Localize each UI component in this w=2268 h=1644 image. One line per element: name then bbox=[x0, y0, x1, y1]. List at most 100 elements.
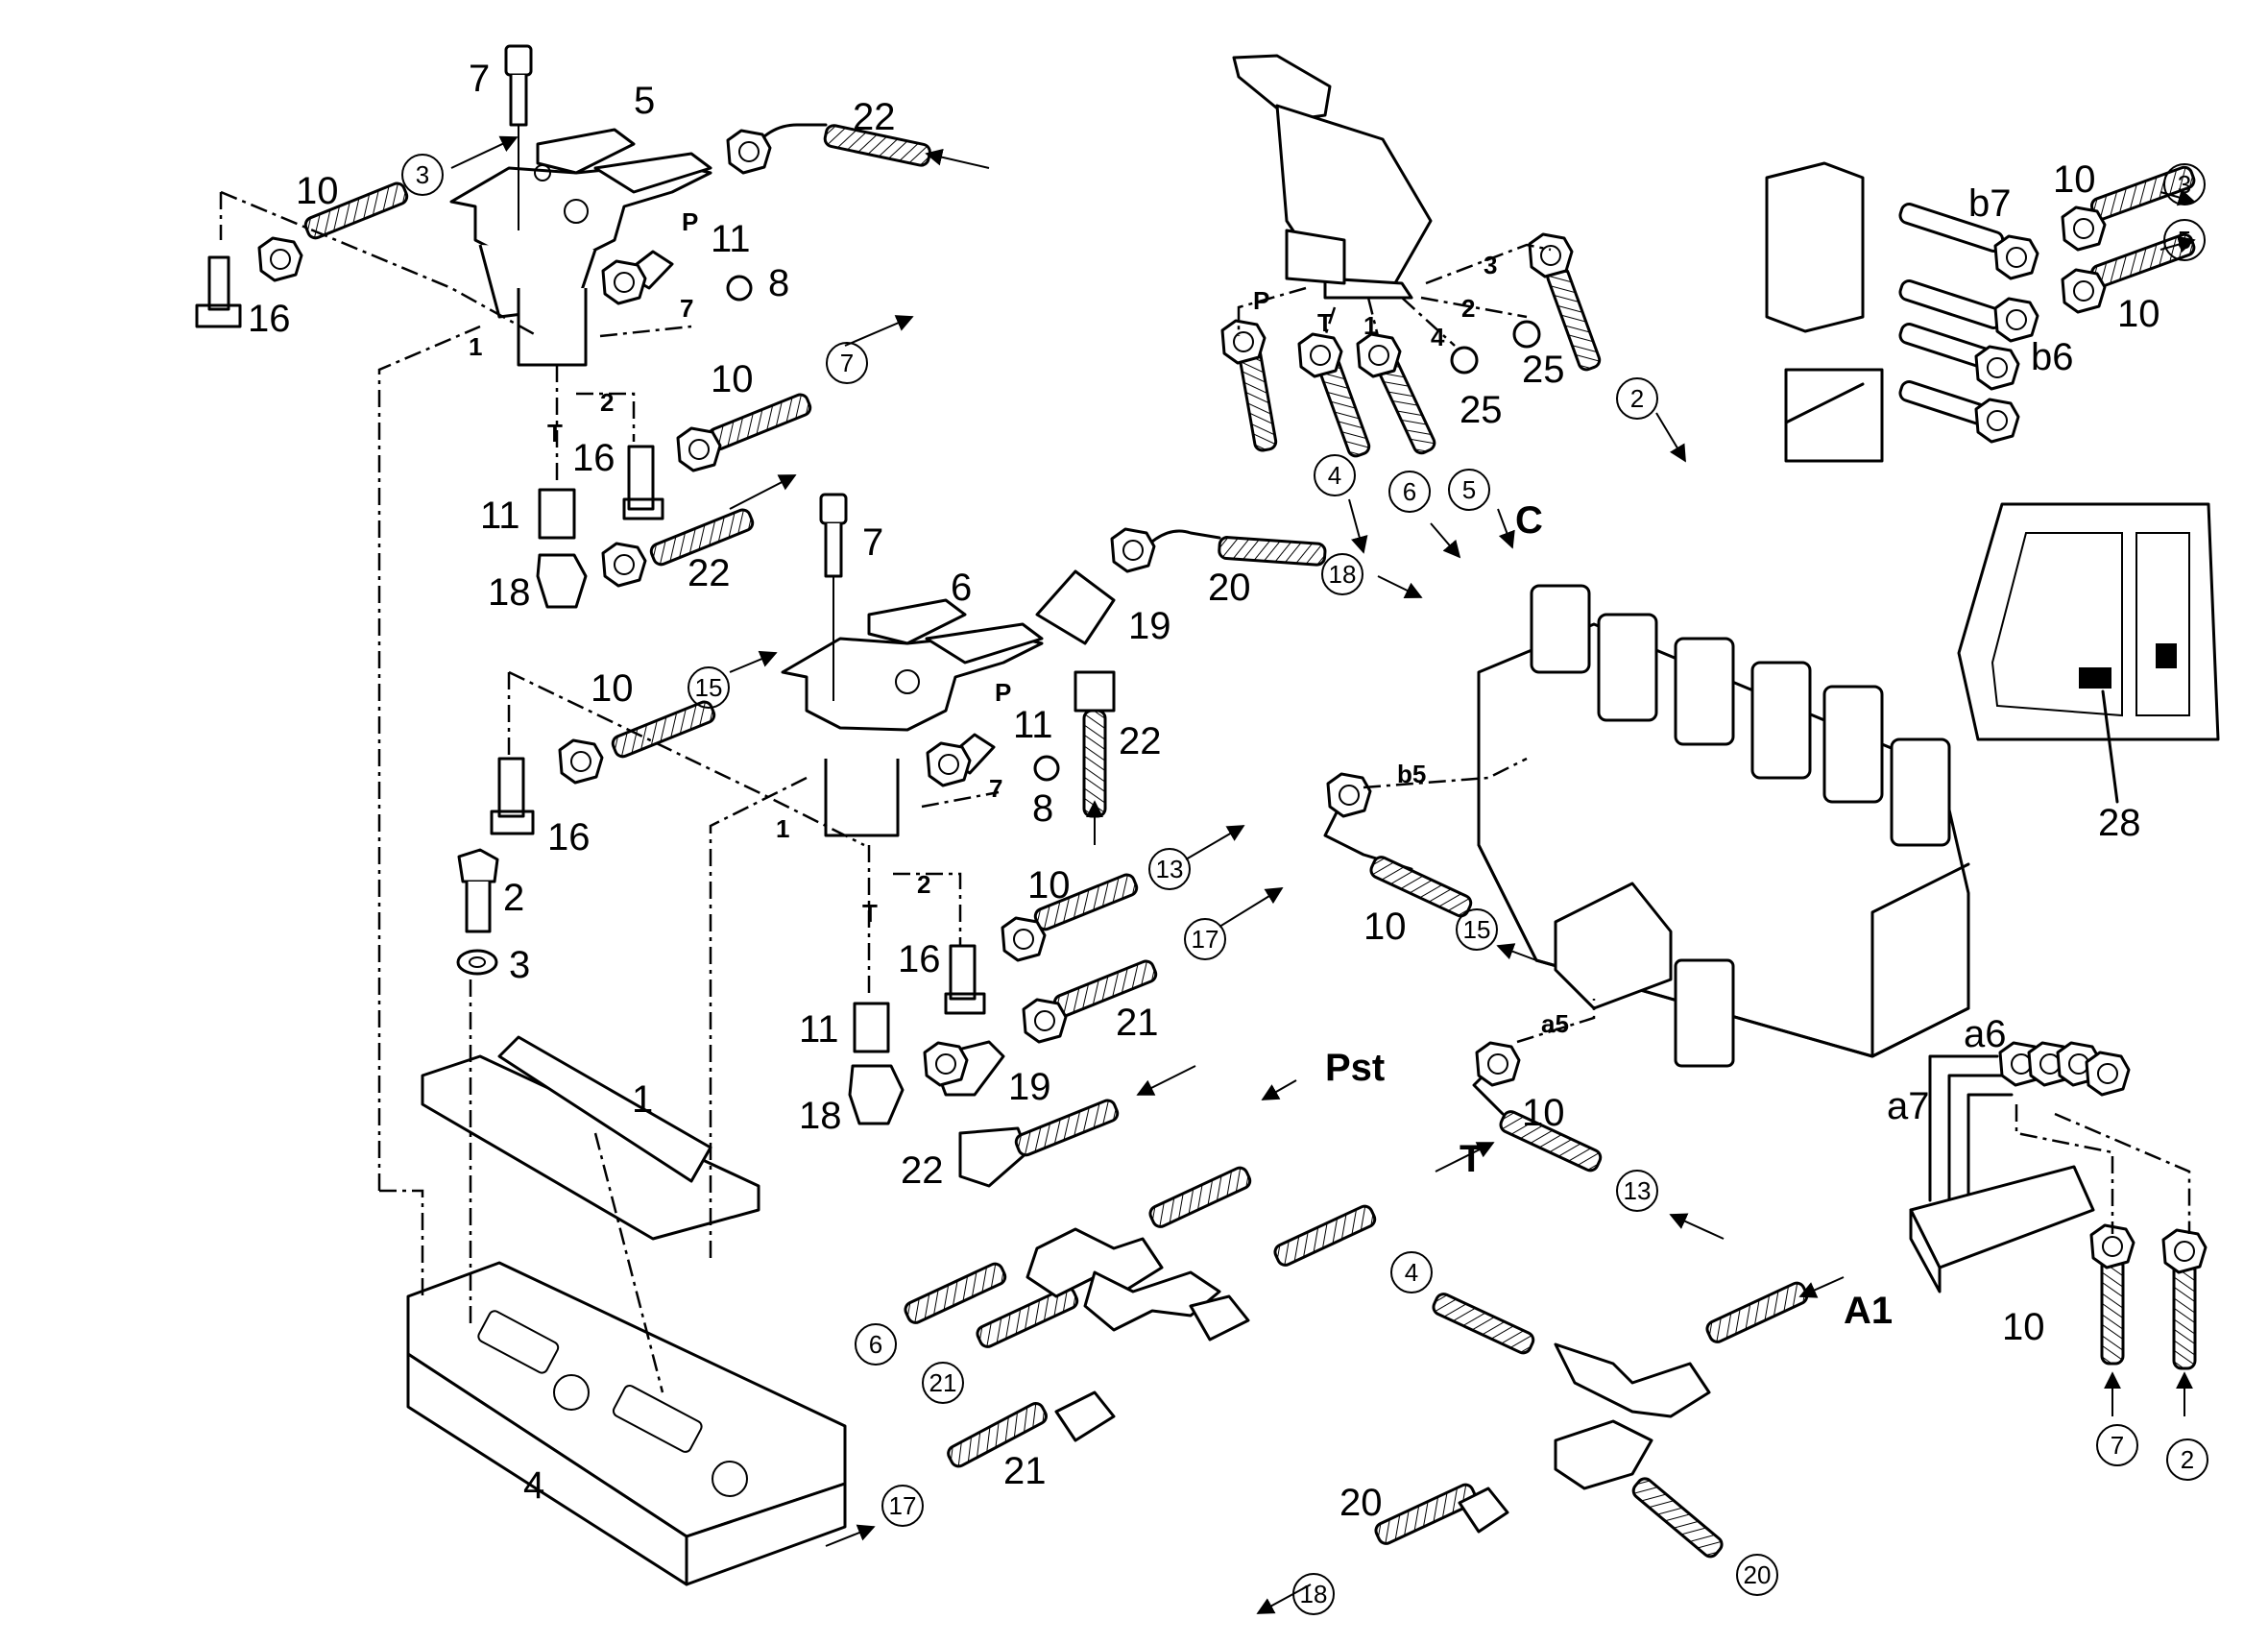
label-16: 16 bbox=[248, 298, 291, 340]
svg-text:13: 13 bbox=[1624, 1176, 1652, 1205]
label-10: 10 bbox=[1522, 1092, 1565, 1134]
label-19: 19 bbox=[1128, 605, 1171, 647]
circled-ref-15: 15 bbox=[1456, 908, 1498, 951]
bracket-1 bbox=[421, 1035, 760, 1241]
circled-ref-20: 20 bbox=[1736, 1554, 1778, 1596]
screw-lower bbox=[819, 493, 848, 701]
svg-text:4: 4 bbox=[1328, 461, 1341, 490]
circled-ref-6: 6 bbox=[855, 1323, 897, 1366]
circled-ref-17: 17 bbox=[1184, 918, 1226, 960]
label-4: 4 bbox=[1431, 323, 1445, 351]
pst-tee-assembly bbox=[901, 1164, 1379, 1351]
screw-upper bbox=[504, 44, 533, 230]
hose-b5 bbox=[1323, 757, 1528, 920]
label-10: 10 bbox=[1027, 864, 1071, 907]
part-number-labels: 7 5 22 10 11 8 16 10 16 11 18 22 7 6 20 … bbox=[248, 58, 2160, 1524]
label-20: 20 bbox=[1208, 567, 1251, 609]
svg-text:17: 17 bbox=[889, 1491, 917, 1520]
circled-ref-4: 4 bbox=[1390, 1251, 1433, 1293]
circled-ref-2: 2 bbox=[1616, 377, 1658, 420]
svg-text:6: 6 bbox=[1403, 477, 1416, 506]
label-4: 4 bbox=[523, 1464, 544, 1507]
fittings-lower-group bbox=[848, 871, 1160, 1188]
circled-ref-3: 3 bbox=[2163, 163, 2206, 206]
label-16: 16 bbox=[572, 437, 615, 479]
circled-ref-21: 21 bbox=[922, 1362, 964, 1404]
svg-text:5: 5 bbox=[1462, 475, 1476, 504]
label-1: 1 bbox=[1363, 311, 1377, 340]
svg-text:15: 15 bbox=[1463, 915, 1491, 944]
label-10: 10 bbox=[296, 170, 339, 212]
joystick bbox=[1232, 54, 1433, 300]
label-2: 2 bbox=[917, 870, 930, 899]
svg-text:5: 5 bbox=[2178, 226, 2191, 254]
hose-a5 bbox=[1472, 999, 1604, 1174]
label-11: 11 bbox=[1013, 704, 1053, 746]
label-t: T bbox=[547, 419, 563, 447]
label-t: T bbox=[862, 899, 878, 928]
cab-indicator bbox=[1957, 502, 2220, 804]
label-11: 11 bbox=[711, 218, 751, 260]
construction-lines bbox=[219, 190, 1000, 1393]
label-16: 16 bbox=[898, 938, 941, 980]
label-16: 16 bbox=[547, 816, 591, 858]
label-7: 7 bbox=[680, 294, 693, 323]
label-25: 25 bbox=[1460, 389, 1503, 431]
circled-ref-7: 7 bbox=[2096, 1424, 2138, 1466]
label-1: 1 bbox=[632, 1078, 653, 1121]
label-21: 21 bbox=[1003, 1450, 1047, 1492]
label-5: 5 bbox=[634, 80, 655, 122]
label-t: T bbox=[1460, 1138, 1483, 1180]
label-c: C bbox=[1515, 499, 1543, 542]
svg-text:15: 15 bbox=[695, 673, 723, 702]
label-18: 18 bbox=[799, 1095, 842, 1137]
label-t: T bbox=[1317, 308, 1333, 337]
svg-text:3: 3 bbox=[2178, 170, 2191, 199]
circled-ref-13: 13 bbox=[1148, 848, 1191, 890]
hose-22-upper bbox=[726, 122, 933, 175]
svg-text:18: 18 bbox=[1329, 560, 1357, 589]
svg-text:7: 7 bbox=[2111, 1431, 2124, 1460]
circled-ref-5: 5 bbox=[2163, 219, 2206, 261]
label-6: 6 bbox=[951, 567, 972, 609]
label-10: 10 bbox=[2117, 293, 2160, 335]
circled-ref-2: 2 bbox=[2166, 1438, 2208, 1481]
fitting-11-lower bbox=[926, 733, 1060, 787]
label-b6: b6 bbox=[2031, 336, 2074, 378]
label-a7: a7 bbox=[1887, 1085, 1930, 1127]
circled-ref-5: 5 bbox=[1448, 469, 1490, 511]
label-28: 28 bbox=[2098, 802, 2141, 844]
label-8: 8 bbox=[1032, 787, 1053, 830]
label-3: 3 bbox=[509, 944, 530, 986]
hose-10-mid bbox=[622, 391, 814, 520]
a1-tee-assembly bbox=[1371, 1279, 1811, 1561]
pilot-valve-lower bbox=[781, 598, 1044, 837]
b6-b7-block bbox=[1765, 161, 2198, 463]
label-2: 2 bbox=[503, 877, 524, 919]
label-a6: a6 bbox=[1964, 1013, 2007, 1055]
circled-ref-7: 7 bbox=[826, 342, 868, 384]
label-10: 10 bbox=[1363, 906, 1407, 948]
hose-21-lower bbox=[944, 1390, 1116, 1471]
a6-a7-pipes bbox=[1909, 1041, 2208, 1370]
label-25: 25 bbox=[1522, 349, 1565, 391]
label-b7: b7 bbox=[1968, 182, 2012, 225]
label-19: 19 bbox=[1008, 1066, 1051, 1108]
flow-arrows bbox=[450, 135, 2196, 1614]
svg-text:13: 13 bbox=[1156, 855, 1184, 883]
svg-text:21: 21 bbox=[929, 1368, 957, 1397]
label-2: 2 bbox=[600, 388, 614, 417]
hose-10-lower-left bbox=[490, 698, 718, 835]
circled-references: 3 7 15 18 13 17 4 6 5 2 3 5 15 13 6 21 1… bbox=[401, 154, 2208, 1615]
label-p: P bbox=[995, 678, 1011, 707]
circled-ref-4: 4 bbox=[1314, 454, 1356, 496]
svg-text:2: 2 bbox=[1630, 384, 1644, 413]
label-b5: b5 bbox=[1397, 760, 1426, 788]
label-10: 10 bbox=[2053, 158, 2096, 201]
label-11: 11 bbox=[480, 495, 520, 537]
label-2: 2 bbox=[1461, 294, 1475, 323]
svg-text:4: 4 bbox=[1405, 1258, 1418, 1287]
circled-ref-18: 18 bbox=[1321, 553, 1363, 595]
label-7: 7 bbox=[862, 521, 883, 564]
